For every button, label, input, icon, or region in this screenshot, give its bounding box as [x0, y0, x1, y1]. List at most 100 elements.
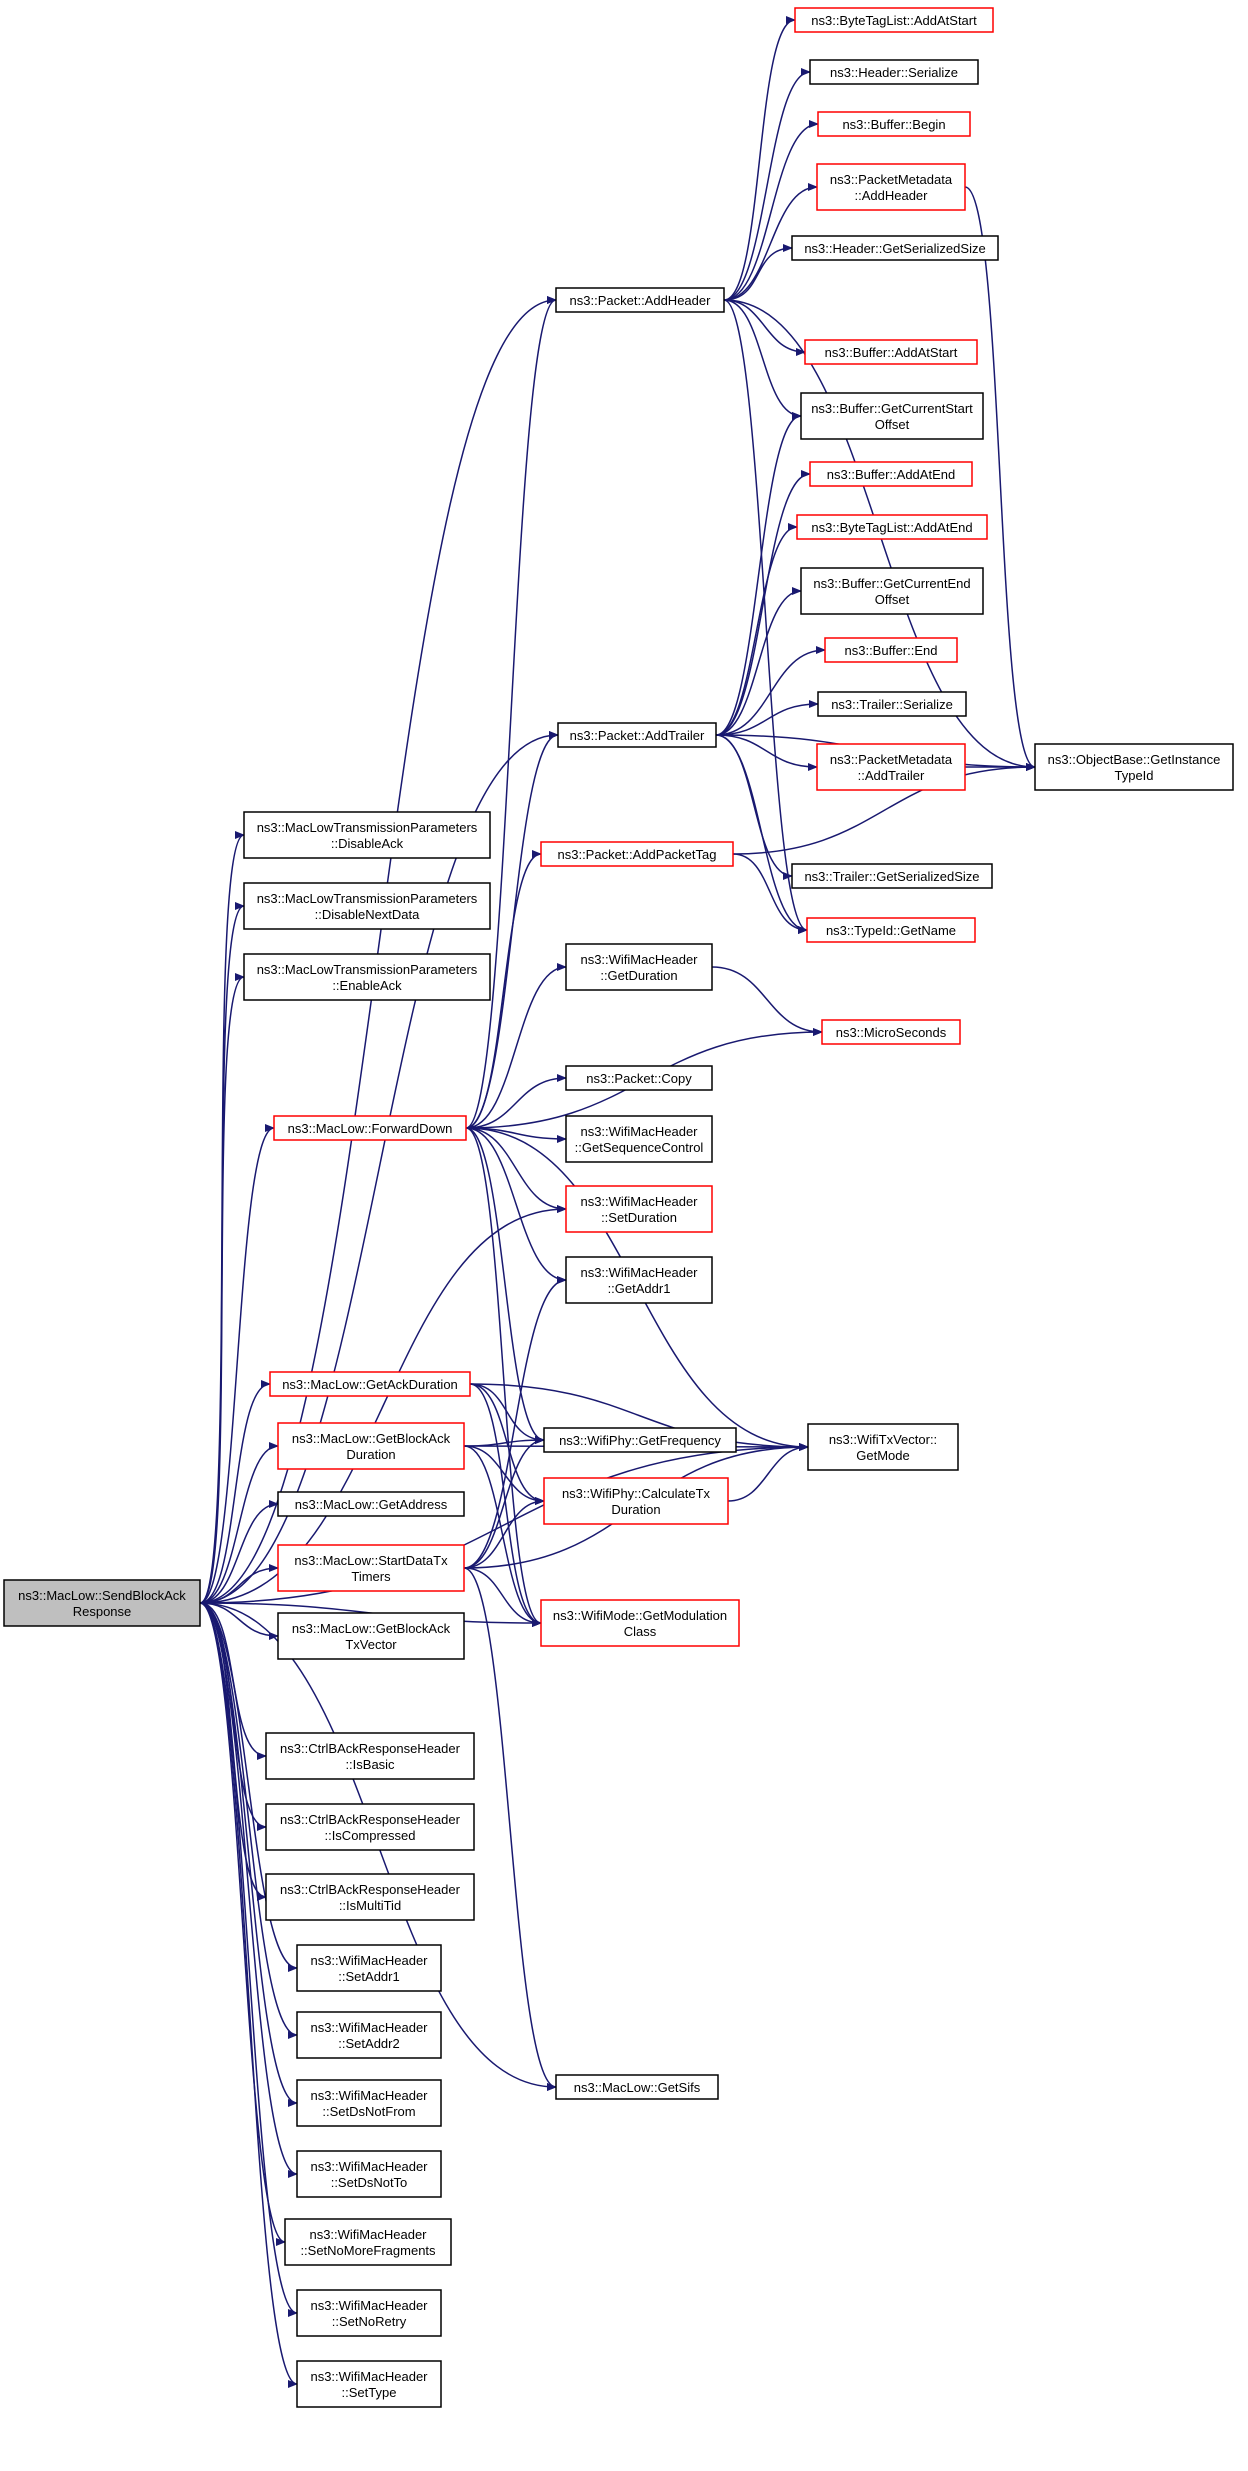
node-forward-down[interactable]: ns3::MacLow::ForwardDown [273, 1115, 467, 1141]
edge-get-block-ack-duration-to-get-modulation-class [463, 1445, 542, 1627]
node-meta-add-header[interactable]: ns3::PacketMetadata::AddHeader [816, 163, 966, 211]
node-add-trailer[interactable]: ns3::Packet::AddTrailer [557, 722, 717, 748]
node-label-line: ::SetAddr1 [338, 1969, 399, 1984]
node-add-packet-tag[interactable]: ns3::Packet::AddPacketTag [540, 841, 734, 867]
node-label-line: ns3::MacLow::ForwardDown [288, 1121, 453, 1136]
edge-root-to-add-header [199, 296, 557, 1604]
edge-add-trailer-to-type-id-get-name [715, 734, 808, 934]
node-buffer-begin[interactable]: ns3::Buffer::Begin [817, 111, 971, 137]
node-box [265, 1803, 475, 1851]
edge-root-to-get-ack-duration [199, 1380, 271, 1604]
node-tx-vector-get-mode[interactable]: ns3::WifiTxVector::GetMode [807, 1423, 959, 1471]
node-box [791, 235, 999, 261]
edge-root-to-tx-vector-get-mode [199, 1443, 809, 1604]
node-set-duration[interactable]: ns3::WifiMacHeader::SetDuration [565, 1185, 713, 1233]
node-get-address[interactable]: ns3::MacLow::GetAddress [277, 1491, 465, 1517]
node-label-line: ns3::Packet::Copy [586, 1071, 692, 1086]
node-is-basic[interactable]: ns3::CtrlBAckResponseHeader::IsBasic [265, 1732, 475, 1780]
node-meta-add-trailer[interactable]: ns3::PacketMetadata::AddTrailer [816, 743, 966, 791]
node-packet-copy[interactable]: ns3::Packet::Copy [565, 1065, 713, 1091]
node-label-line: ns3::MacLow::SendBlockAck [18, 1588, 186, 1603]
node-trailer-get-serialized-size[interactable]: ns3::Trailer::GetSerializedSize [791, 863, 993, 889]
node-label-line: GetMode [856, 1448, 909, 1463]
node-type-id-get-name[interactable]: ns3::TypeId::GetName [806, 917, 976, 943]
node-box [565, 1185, 713, 1233]
node-byte-tag-add-at-start[interactable]: ns3::ByteTagList::AddAtStart [794, 7, 994, 33]
node-label-line: ::IsMultiTid [339, 1898, 401, 1913]
edge-add-header-to-buffer-begin [723, 120, 819, 301]
node-is-compressed[interactable]: ns3::CtrlBAckResponseHeader::IsCompresse… [265, 1803, 475, 1851]
node-box [296, 2360, 442, 2408]
node-get-frequency[interactable]: ns3::WifiPhy::GetFrequency [543, 1427, 737, 1453]
node-buffer-end[interactable]: ns3::Buffer::End [824, 637, 958, 663]
node-label-line: ns3::WifiMacHeader [580, 952, 698, 967]
node-box [816, 743, 966, 791]
node-box [796, 514, 988, 540]
node-set-addr2[interactable]: ns3::WifiMacHeader::SetAddr2 [296, 2011, 442, 2059]
edge-calculate-tx-duration-to-tx-vector-get-mode [727, 1443, 809, 1502]
node-label-line: ::SetDsNotTo [331, 2175, 408, 2190]
edge-forward-down-to-get-modulation-class [465, 1127, 542, 1627]
node-label-line: ::IsCompressed [324, 1828, 415, 1843]
node-add-header[interactable]: ns3::Packet::AddHeader [555, 287, 725, 313]
node-set-no-more-fragments[interactable]: ns3::WifiMacHeader::SetNoMoreFragments [284, 2218, 452, 2266]
node-is-multi-tid[interactable]: ns3::CtrlBAckResponseHeader::IsMultiTid [265, 1873, 475, 1921]
node-disable-ack[interactable]: ns3::MacLowTransmissionParameters::Disab… [243, 811, 491, 859]
node-label-line: ns3::ObjectBase::GetInstance [1048, 752, 1221, 767]
edge-root-to-set-addr2 [199, 1602, 298, 2039]
node-header-serialize[interactable]: ns3::Header::Serialize [809, 59, 979, 85]
node-byte-tag-add-at-end[interactable]: ns3::ByteTagList::AddAtEnd [796, 514, 988, 540]
edge-add-trailer-to-byte-tag-add-at-end [715, 523, 798, 736]
node-label-line: ns3::WifiMacHeader [310, 2369, 428, 2384]
node-label-line: ns3::MacLow::GetAckDuration [282, 1377, 458, 1392]
edge-root-to-get-block-ack-duration [199, 1442, 279, 1604]
node-buffer-add-at-start[interactable]: ns3::Buffer::AddAtStart [804, 339, 978, 365]
node-label-line: ns3::Trailer::Serialize [831, 697, 953, 712]
node-disable-next-data[interactable]: ns3::MacLowTransmissionParameters::Disab… [243, 882, 491, 930]
edge-root-to-forward-down [199, 1124, 275, 1604]
edge-start-data-tx-timers-to-get-sifs [463, 1567, 557, 2091]
node-set-type[interactable]: ns3::WifiMacHeader::SetType [296, 2360, 442, 2408]
node-trailer-serialize[interactable]: ns3::Trailer::Serialize [817, 691, 967, 717]
node-label-line: ns3::WifiPhy::GetFrequency [559, 1433, 721, 1448]
node-set-ds-not-to[interactable]: ns3::WifiMacHeader::SetDsNotTo [296, 2150, 442, 2198]
node-label-line: ns3::MacLow::StartDataTx [294, 1553, 448, 1568]
node-box [265, 1732, 475, 1780]
node-box [296, 1944, 442, 1992]
node-buffer-add-at-end[interactable]: ns3::Buffer::AddAtEnd [809, 461, 973, 487]
edge-add-packet-tag-to-type-id-get-name [732, 853, 808, 934]
node-header-get-serialized-size[interactable]: ns3::Header::GetSerializedSize [791, 235, 999, 261]
node-label-line: ::SetDuration [601, 1210, 677, 1225]
node-get-duration[interactable]: ns3::WifiMacHeader::GetDuration [565, 943, 713, 991]
edge-root-to-add-trailer [199, 731, 559, 1604]
edge-forward-down-to-set-duration [465, 1127, 567, 1213]
node-label-line: ns3::WifiTxVector:: [829, 1432, 937, 1447]
node-label-line: ns3::Packet::AddHeader [570, 293, 712, 308]
node-get-addr1[interactable]: ns3::WifiMacHeader::GetAddr1 [565, 1256, 713, 1304]
node-label-line: ns3::PacketMetadata [830, 172, 953, 187]
edge-root-to-set-addr1 [199, 1602, 298, 1972]
node-label-line: ns3::Packet::AddTrailer [570, 728, 705, 743]
edge-root-to-set-no-retry [199, 1602, 298, 2317]
node-get-sifs[interactable]: ns3::MacLow::GetSifs [555, 2074, 719, 2100]
node-enable-ack[interactable]: ns3::MacLowTransmissionParameters::Enabl… [243, 953, 491, 1001]
node-box [794, 7, 994, 33]
edge-forward-down-to-get-sequence-control [465, 1127, 567, 1143]
node-get-sequence-control[interactable]: ns3::WifiMacHeader::GetSequenceControl [565, 1115, 713, 1163]
node-set-ds-not-from[interactable]: ns3::WifiMacHeader::SetDsNotFrom [296, 2079, 442, 2127]
node-set-no-retry[interactable]: ns3::WifiMacHeader::SetNoRetry [296, 2289, 442, 2337]
node-box [565, 943, 713, 991]
node-label-line: ns3::MacLowTransmissionParameters [257, 891, 478, 906]
node-micro-seconds[interactable]: ns3::MicroSeconds [821, 1019, 961, 1045]
node-set-addr1[interactable]: ns3::WifiMacHeader::SetAddr1 [296, 1944, 442, 1992]
node-get-ack-duration[interactable]: ns3::MacLow::GetAckDuration [269, 1371, 471, 1397]
